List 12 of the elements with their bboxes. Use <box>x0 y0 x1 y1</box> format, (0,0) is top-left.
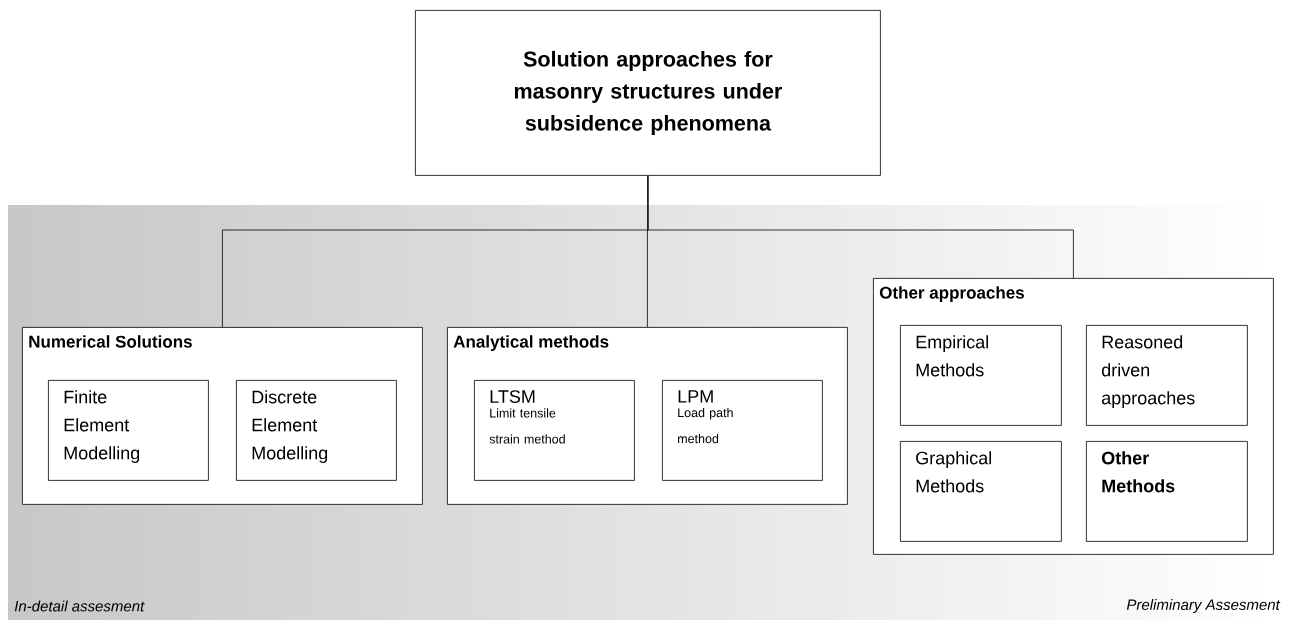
method-box: LPM Load path method <box>662 380 823 481</box>
method-box: LTSM Limit tensile strain method <box>474 380 635 481</box>
method-box: Finite Element Modelling <box>48 380 209 481</box>
assessment-label: In-detail assesment <box>14 600 145 612</box>
method-box: Reasoned driven approaches <box>1086 325 1248 426</box>
title-box: Solution approaches for masonry structures under subsidence phenomena <box>415 10 881 176</box>
method-box: Discrete Element Modelling <box>236 380 397 481</box>
method-box: Other Methods <box>1086 441 1248 542</box>
method-box: Empirical Methods <box>900 325 1062 426</box>
assessment-label: Preliminary Assesment <box>1126 599 1281 613</box>
method-box: Graphical Methods <box>900 441 1062 542</box>
connector-line <box>647 175 1074 279</box>
